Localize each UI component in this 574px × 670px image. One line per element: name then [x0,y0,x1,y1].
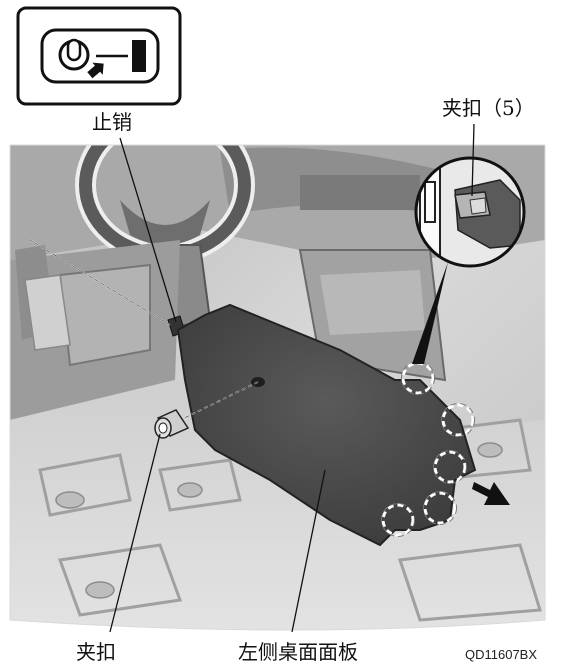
key-fob-unlock-icon [58,38,146,79]
panel-leader-line [291,469,326,633]
clip-count-leader-line [471,123,475,197]
clip-fastener [154,409,190,439]
latch-leader-line [119,137,177,323]
latch-label: 止销 [92,110,132,134]
clip-count-label: 夹扣（5） [442,96,535,120]
vehicle-interior-photo [10,145,545,630]
inset-tool-box [16,6,182,106]
removal-direction-arrow-icon [472,482,510,505]
figure-code: QD11607BX [465,647,538,662]
clip-detail-icon [414,156,526,268]
panel-label: 左侧桌面面板 [238,640,358,664]
clip-label: 夹扣 [76,640,116,664]
clip-leader-line [109,433,161,633]
